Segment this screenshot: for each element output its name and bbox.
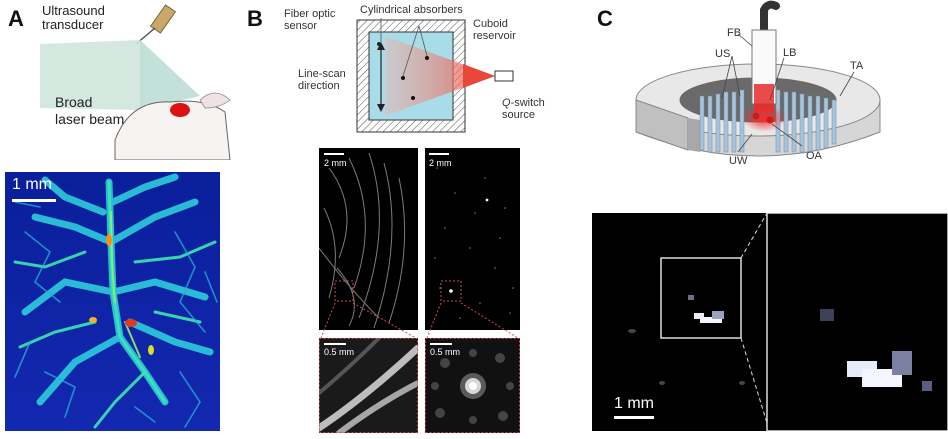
lb-label: LB <box>783 47 797 59</box>
inset-connectors <box>320 302 519 339</box>
inset-marker-box <box>334 280 354 302</box>
object-blob <box>688 295 724 323</box>
panel-a-schematic <box>40 4 231 160</box>
q-italic: Q <box>502 97 511 109</box>
panel-b-image-bottom-left <box>319 338 418 433</box>
panel-b-label: B <box>247 6 263 31</box>
panel-a-label: A <box>8 6 24 31</box>
inset-marker-box <box>440 280 462 302</box>
cylindrical-absorbers-label: Cylindrical absorbers <box>360 4 463 16</box>
absorber-dot <box>411 96 415 100</box>
scale-label-tr: 2 mm <box>429 158 452 168</box>
line-scan-direction-label: Line-scan direction <box>298 68 346 92</box>
fiber-bundle-icon <box>751 0 780 112</box>
fiber-optic-sensor-label: Fiber optic sensor <box>284 8 336 32</box>
absorber-dot <box>425 56 429 60</box>
zoomed-object-blob <box>820 309 932 391</box>
scale-bar-tr <box>429 153 449 155</box>
zoom-region-box <box>660 257 742 339</box>
panel-b-image-bottom-right <box>425 338 520 433</box>
fb-label: FB <box>727 27 742 39</box>
ultrasound-transducer-icon <box>135 4 177 45</box>
scale-label-bl: 0.5 mm <box>324 347 355 357</box>
zoom-inset <box>766 213 948 431</box>
absorber-dot <box>401 76 405 80</box>
ultrasound-transducer-label: Ultrasound transducer <box>42 3 105 32</box>
laser-cone <box>385 36 495 116</box>
panel-b-image-top-left <box>319 148 418 330</box>
panel-a-scale-bar <box>12 199 56 202</box>
us-label: US <box>715 48 731 60</box>
q-switch-source-label: Q-switch source <box>502 97 554 121</box>
mouse-head-icon <box>114 92 231 160</box>
panel-c-label: C <box>597 6 613 31</box>
panel-b-schematic <box>356 18 514 133</box>
vasculature-image <box>5 172 220 431</box>
panel-c-image <box>592 213 948 431</box>
q-switch-source-icon <box>494 70 514 82</box>
cuboid-reservoir-label: Cuboid reservoir <box>473 18 516 42</box>
panel-c-scale-bar-label: 1 mm <box>614 395 654 412</box>
scale-bar-tl <box>324 153 344 155</box>
scale-bar-bl <box>324 343 346 345</box>
panel-c-device-schematic <box>635 0 881 157</box>
scale-label-tl: 2 mm <box>324 158 347 168</box>
uw-label: UW <box>729 155 748 167</box>
oa-label: OA <box>806 150 822 162</box>
laser-beam-shape <box>40 40 140 110</box>
scale-bar-br <box>430 343 452 345</box>
panel-a-scale-bar-label: 1 mm <box>12 176 52 193</box>
scale-label-br: 0.5 mm <box>430 347 461 357</box>
panel-b-image-top-right <box>425 148 520 330</box>
broad-laser-beam-label: Broad laser beam <box>55 94 125 127</box>
ta-label: TA <box>850 60 864 72</box>
source-rest: -switch source <box>502 97 545 121</box>
